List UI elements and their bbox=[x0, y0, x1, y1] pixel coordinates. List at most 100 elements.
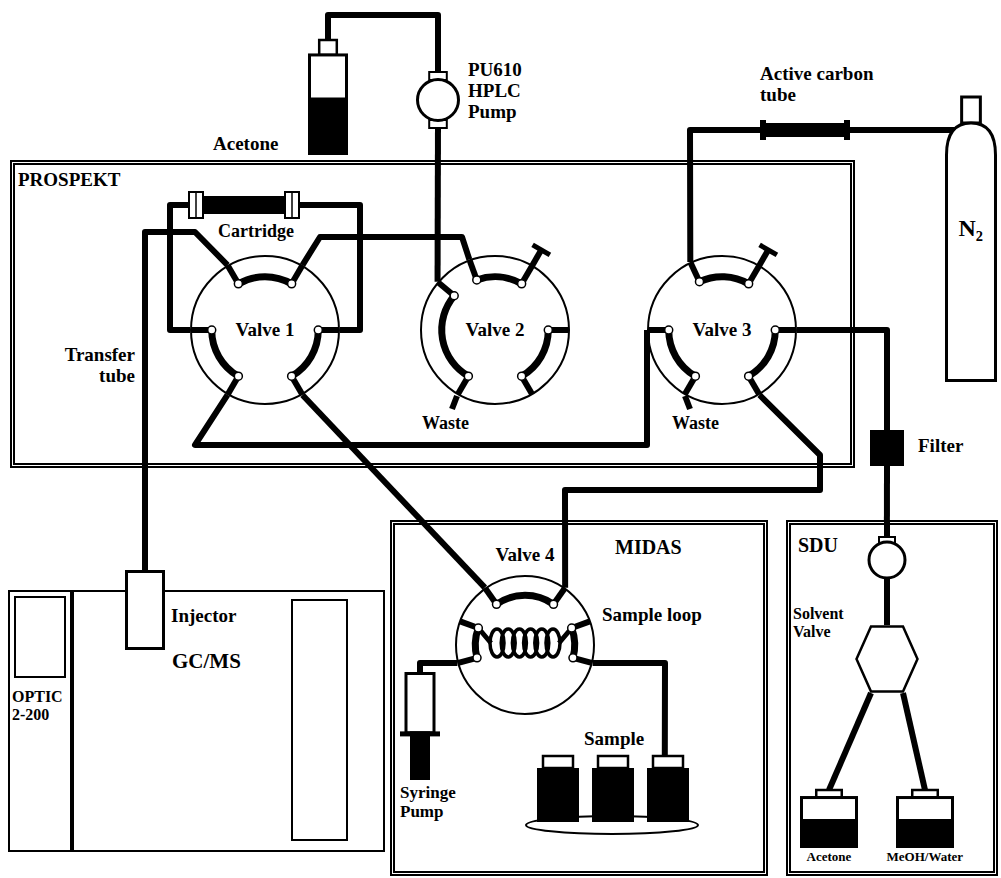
cartridge-fitting bbox=[291, 192, 293, 218]
valve-body bbox=[648, 245, 796, 404]
valve-port bbox=[569, 654, 577, 662]
valve-port bbox=[544, 326, 552, 334]
shape-outline bbox=[855, 625, 919, 693]
cartridge-fitting bbox=[189, 192, 203, 218]
sample-vials: Sample bbox=[532, 755, 692, 833]
valve-channel bbox=[477, 277, 522, 284]
instrument-panel bbox=[15, 597, 65, 677]
tubing-line bbox=[850, 97, 966, 130]
valve-channel bbox=[212, 330, 239, 376]
node-label: Solvent Valve bbox=[793, 605, 853, 640]
solvent-bottle: Acetone bbox=[308, 40, 348, 155]
node-label: Acetone bbox=[807, 850, 852, 864]
valve-port bbox=[473, 276, 481, 284]
valve-channel bbox=[669, 330, 696, 376]
bottle-cap bbox=[319, 40, 337, 55]
valve-channel bbox=[292, 330, 319, 376]
valve-port bbox=[474, 624, 482, 632]
bottle-body bbox=[310, 55, 347, 154]
shape-outline bbox=[400, 672, 440, 780]
valve-port bbox=[665, 326, 673, 334]
tubing-line bbox=[884, 466, 890, 520]
valve-port bbox=[288, 280, 296, 288]
cylinder-neck bbox=[962, 97, 981, 123]
bottle-liquid bbox=[802, 819, 857, 847]
node-label: Cartridge bbox=[218, 222, 294, 242]
shape-outline bbox=[532, 755, 692, 833]
sdu-tube bbox=[884, 578, 890, 625]
tube-body bbox=[760, 123, 850, 137]
node-label: Acetone bbox=[213, 134, 278, 155]
injector-body bbox=[127, 572, 164, 649]
tubing-line bbox=[300, 205, 360, 330]
vial-body bbox=[647, 768, 689, 822]
valve-port bbox=[314, 326, 322, 334]
syringe-flange bbox=[400, 731, 440, 736]
node-label: MIDAS bbox=[615, 536, 682, 558]
tubing-line bbox=[797, 330, 887, 430]
bottle-body bbox=[898, 798, 953, 847]
vial-body bbox=[592, 768, 634, 822]
tubing-line bbox=[303, 237, 470, 265]
node-label: Valve 2 bbox=[466, 320, 525, 341]
tubing-line bbox=[195, 330, 647, 445]
shape-outline bbox=[896, 790, 954, 848]
cartridge-fitting bbox=[285, 192, 299, 218]
shape-outline bbox=[800, 790, 858, 848]
tube-label: Transfer tube bbox=[40, 345, 135, 387]
carbon-tube: Active carbon tube bbox=[760, 120, 850, 140]
node-label: Sample loop bbox=[602, 605, 702, 626]
sample-loop-coil bbox=[546, 629, 560, 657]
waste-line bbox=[685, 396, 690, 409]
waste-label: Waste bbox=[672, 414, 719, 434]
node-label: MeOH/Water bbox=[887, 850, 964, 864]
tube-end bbox=[760, 120, 766, 140]
shape-outline bbox=[870, 430, 904, 466]
node-label: Valve 1 bbox=[236, 320, 295, 341]
valve-port bbox=[493, 600, 501, 608]
cartridge-fitting bbox=[195, 192, 197, 218]
spe-cartridge: Cartridge bbox=[188, 192, 300, 218]
bottle-body bbox=[802, 798, 857, 847]
valve-outline bbox=[456, 576, 594, 714]
vial-cap bbox=[543, 756, 573, 768]
tubing-line bbox=[565, 395, 820, 588]
valve-plug bbox=[760, 245, 777, 255]
bottle-liquid bbox=[898, 819, 953, 847]
valve-plug bbox=[532, 250, 541, 266]
valve-port bbox=[691, 372, 699, 380]
node-label: OPTIC 2-200 bbox=[12, 688, 68, 723]
tubing-line bbox=[903, 693, 925, 790]
tubing-line bbox=[170, 205, 190, 330]
valve-port bbox=[518, 280, 526, 288]
shape-outline bbox=[125, 570, 165, 650]
valve-channel bbox=[749, 330, 776, 376]
valve-port bbox=[473, 654, 481, 662]
waste-label: Waste bbox=[422, 414, 469, 434]
module-box: MIDASValve 4Sample loopSyringe PumpSampl… bbox=[390, 520, 768, 876]
sdu-pump bbox=[869, 542, 905, 578]
pump-head bbox=[418, 80, 459, 121]
node-label: PROSPEKT bbox=[18, 170, 120, 191]
instrument-panel bbox=[292, 600, 347, 840]
node-label: Valve 4 bbox=[496, 545, 555, 566]
valve-port bbox=[234, 280, 242, 288]
valve-port bbox=[745, 372, 753, 380]
valve-channel bbox=[522, 330, 549, 376]
node-label: GC/MS bbox=[172, 650, 241, 673]
module-box: SDUSolvent ValveAcetoneMeOH/Water bbox=[786, 520, 998, 876]
tubing-line bbox=[829, 693, 871, 790]
tubing-line bbox=[420, 663, 457, 672]
bottle-liquid bbox=[310, 98, 347, 154]
node-label: Injector bbox=[171, 606, 236, 627]
shape-outline bbox=[455, 575, 595, 715]
valve-channel bbox=[442, 296, 469, 376]
tubing-line bbox=[435, 122, 441, 282]
valve-outline bbox=[648, 256, 796, 404]
vial-cap bbox=[598, 756, 628, 768]
inline-filter: Filter bbox=[870, 430, 904, 466]
node-label: Valve 3 bbox=[693, 320, 752, 341]
solvent-valve: Solvent Valve bbox=[855, 625, 919, 693]
switching-valve: Valve 3 bbox=[647, 255, 797, 405]
